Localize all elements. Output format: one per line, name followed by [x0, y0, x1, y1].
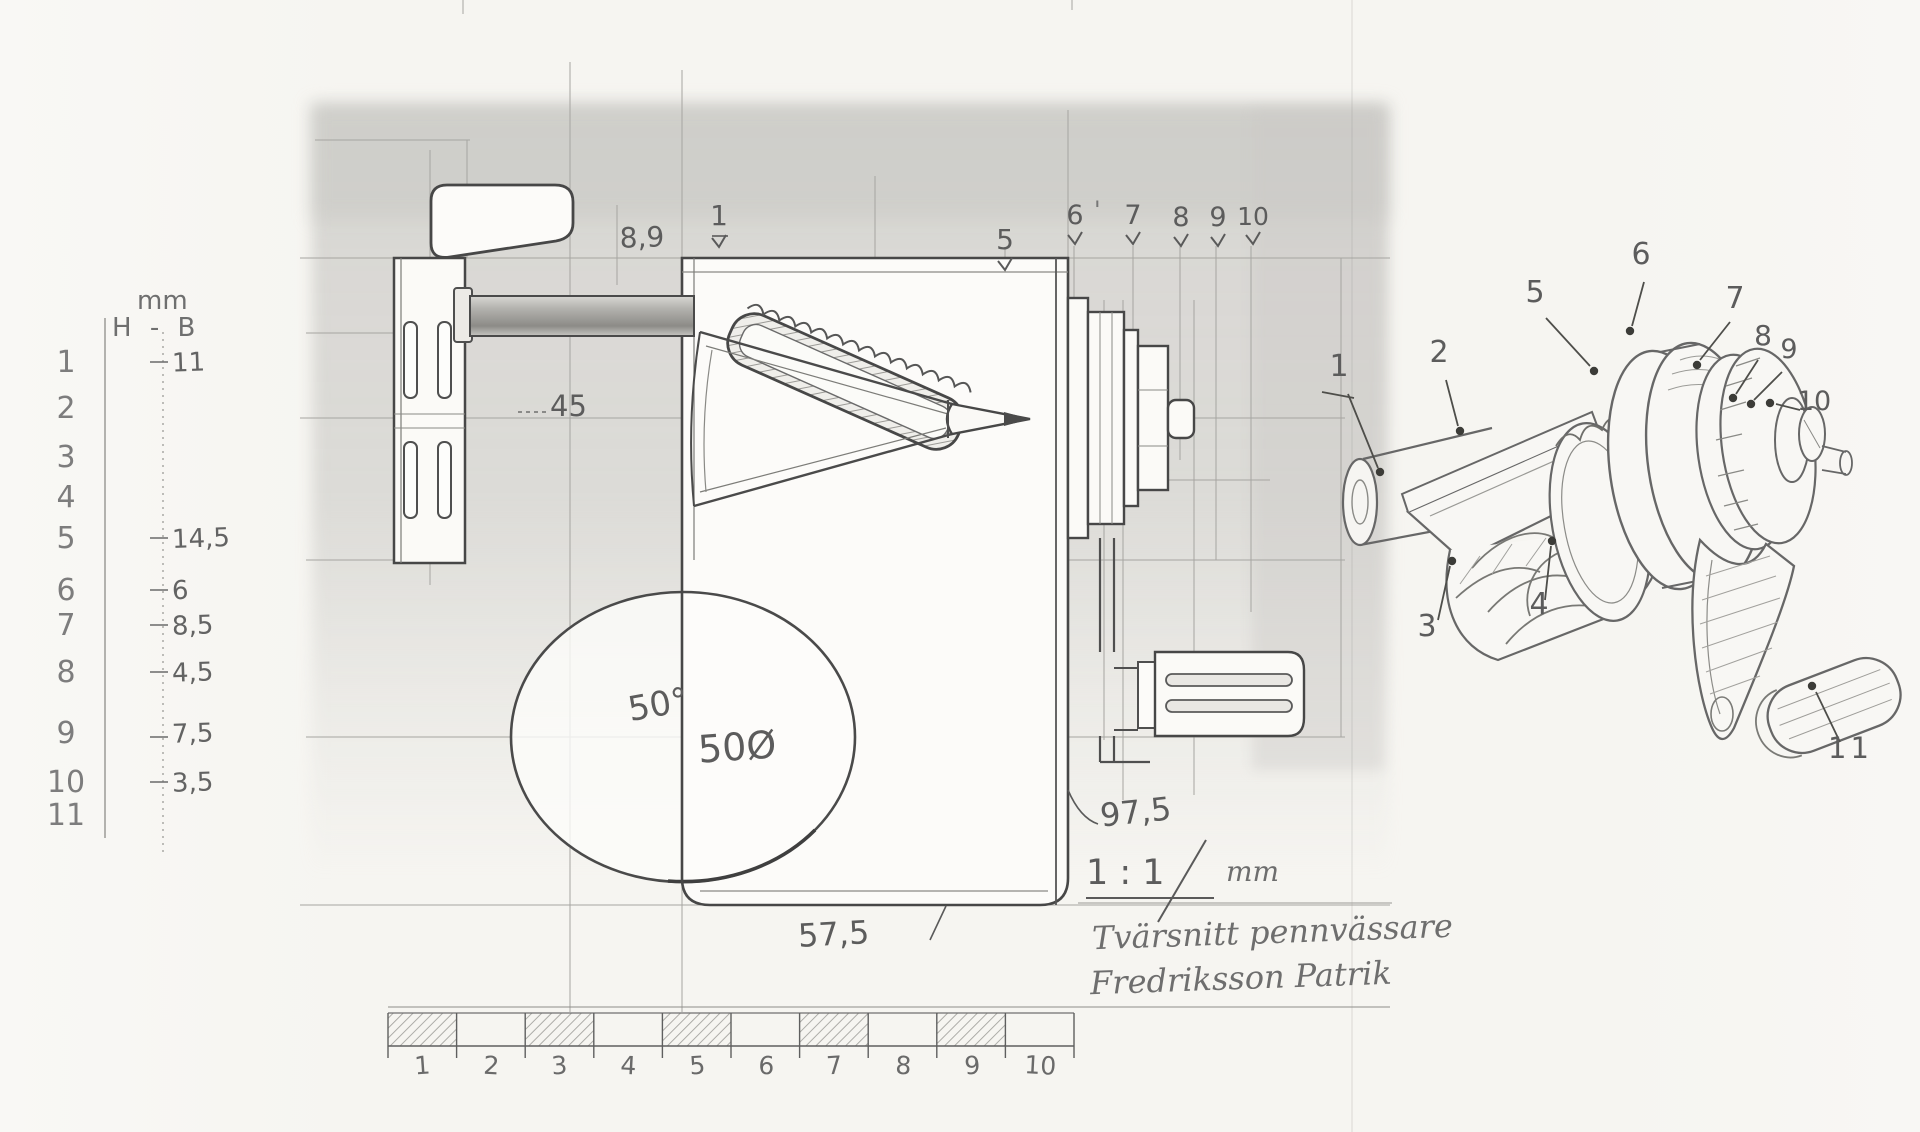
sketch-callout-7: 7 — [1725, 281, 1745, 316]
row-number: 3 — [56, 440, 76, 475]
table-row: 1 11 — [44, 345, 234, 381]
table-unit-header: mm — [137, 286, 188, 316]
sketch-callout-3: 3 — [1417, 609, 1437, 644]
sketch-leader-dots — [1375, 326, 1817, 691]
section-callout-5: 5 — [996, 223, 1014, 256]
row-number: 11 — [46, 798, 86, 833]
pencil-tip — [945, 400, 1031, 438]
stray-tick-mark: ' — [1094, 196, 1101, 224]
table-row: 4 — [44, 480, 234, 516]
sketch-crank-arm — [1691, 537, 1796, 741]
scale-label: 2 — [482, 1050, 500, 1081]
callout-chevrons — [711, 231, 1261, 272]
scale-label: 8 — [894, 1050, 912, 1081]
sketch-callout-10: 10 — [1796, 386, 1832, 417]
row-number: 8 — [56, 655, 76, 690]
table-row: 6 6 — [44, 573, 234, 609]
row-number: 5 — [56, 521, 76, 556]
section-callout-7: 7 — [1124, 200, 1142, 231]
scale-label: 5 — [688, 1050, 707, 1081]
sketch-callout-4: 4 — [1529, 587, 1549, 622]
section-callout-9: 9 — [1209, 202, 1227, 233]
scale-label: 7 — [825, 1050, 844, 1081]
sketch-callout-11: 11 — [1828, 731, 1873, 765]
row-value: 8,5 — [171, 610, 214, 642]
drawing-unit: mm — [1226, 855, 1280, 888]
table-row: 9 7,5 — [44, 716, 234, 752]
scale-label: 6 — [757, 1050, 775, 1081]
crank-shaft — [453, 287, 695, 343]
dim-crank-offset: 8,9 — [619, 220, 665, 255]
sketch-nut — [1798, 406, 1826, 462]
clamp-channel — [1098, 538, 1156, 764]
table-column-header: H - B — [112, 313, 201, 343]
row-number: 9 — [56, 716, 76, 751]
sketch-callout-9: 9 — [1780, 334, 1798, 365]
spring-comb — [1153, 650, 1306, 738]
dim-body-width: 57,5 — [797, 913, 871, 955]
parts-table-rules — [104, 318, 168, 856]
drawing-author: Fredriksson Patrik — [1089, 953, 1393, 1003]
section-callout-1: 1 — [710, 199, 728, 232]
table-row: 7 8,5 — [44, 608, 234, 644]
scale-bar — [387, 1006, 1390, 1058]
table-row: 10 3,5 — [44, 765, 234, 801]
drawing-scale: 1 : 1 — [1086, 853, 1165, 893]
table-row: 2 — [44, 391, 234, 427]
scale-label: 10 — [1024, 1050, 1058, 1081]
row-value: 4,5 — [171, 657, 214, 689]
row-value: 6 — [171, 575, 190, 607]
perspective-sketch — [1321, 281, 1902, 759]
table-row: 5 14,5 — [44, 521, 234, 557]
sketch-grip — [1755, 656, 1902, 759]
row-number: 4 — [56, 480, 76, 515]
table-row: 3 — [44, 440, 234, 476]
dim-disc-diameter: 50Ø — [696, 722, 778, 772]
cutter-section — [726, 303, 972, 451]
dim-body-height: 97,5 — [1098, 789, 1174, 835]
section-callout-10: 10 — [1237, 202, 1269, 231]
row-value: 7,5 — [171, 718, 214, 750]
sketch-leaders — [1321, 281, 1841, 743]
section-callout-6: 6 — [1066, 200, 1084, 231]
scale-label: 4 — [619, 1050, 638, 1081]
row-number: 6 — [56, 573, 76, 608]
row-number: 2 — [56, 391, 76, 426]
row-number: 7 — [56, 608, 76, 643]
crank-bracket — [392, 256, 467, 565]
row-number: 10 — [46, 765, 86, 800]
scale-label: 3 — [550, 1050, 569, 1081]
row-number: 1 — [56, 345, 76, 380]
table-row: 8 4,5 — [44, 655, 234, 691]
scale-label: 9 — [963, 1050, 981, 1081]
row-value: 3,5 — [171, 767, 214, 799]
section-callout-8: 8 — [1172, 202, 1190, 233]
sketch-callout-6: 6 — [1631, 237, 1651, 272]
lock-ring-assembly — [1066, 296, 1196, 540]
scale-bar-labels: 1 2 3 4 5 6 7 8 9 10 — [388, 1050, 1075, 1081]
sketch-shaft-end — [1821, 445, 1853, 476]
sketch-callout-1: 1 — [1329, 349, 1349, 384]
crank-knob — [429, 183, 575, 259]
dim-crank-length: 45 — [550, 389, 587, 423]
table-row: 11 — [44, 798, 234, 834]
row-value: 11 — [171, 347, 206, 379]
sketch-callout-5: 5 — [1525, 275, 1545, 310]
pencil-funnel — [690, 330, 953, 508]
scale-label: 1 — [413, 1050, 432, 1081]
row-value: 14,5 — [171, 522, 231, 556]
dim-cone-angle: 50° — [624, 680, 692, 730]
cutter-teeth — [746, 303, 972, 393]
sketch-callout-8: 8 — [1754, 319, 1772, 352]
sketch-callout-2: 2 — [1429, 335, 1449, 370]
